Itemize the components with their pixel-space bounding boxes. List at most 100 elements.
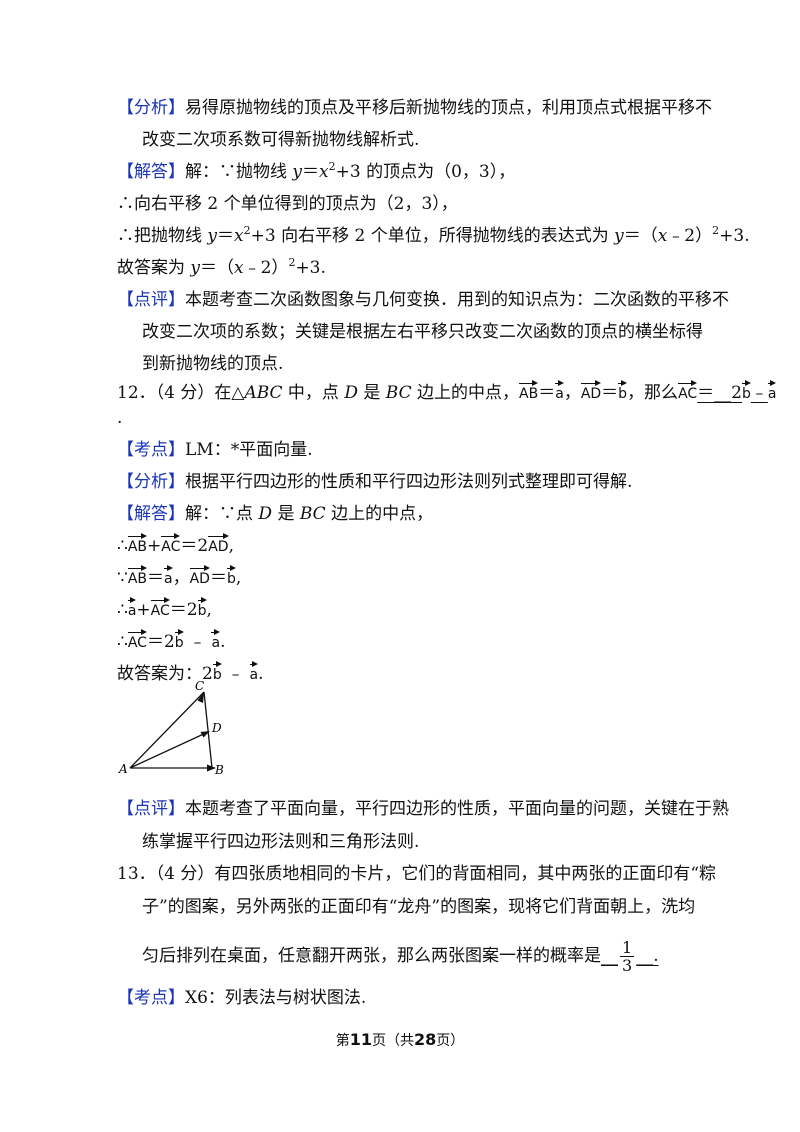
triangle-figure: A B C D — [118, 680, 224, 777]
vector-ac: AC — [678, 380, 698, 401]
vector-b: b — [226, 565, 236, 586]
therefore: ∴ — [117, 632, 128, 652]
answer-line-3: ∴把抛物线 y＝x2+3 向右平移 2 个单位，所得抛物线的表达式为 y＝（x﹣… — [117, 224, 750, 250]
var-y: y — [614, 226, 624, 246]
exponent: 2 — [712, 224, 720, 237]
point-text: LM：*平面向量. — [185, 440, 313, 460]
answer-line-1: 【解答】解：∵抛物线 y＝x2+3 的顶点为（0，3）， — [117, 160, 515, 186]
footer-text: 页） — [436, 1033, 465, 1049]
exponent: 2 — [328, 160, 336, 173]
vector-ab: AB — [127, 533, 148, 554]
arrowhead-b — [207, 764, 216, 772]
equals-two: ＝2 — [169, 600, 198, 620]
vector-b: b — [618, 380, 627, 401]
vector-a: a — [127, 597, 136, 618]
period: . — [258, 664, 264, 684]
answer-blank: ＝__2b﹣a — [697, 380, 776, 403]
comment-text: 本题考查了平面向量，平行四边形的性质，平面向量的问题，关键在于熟 — [185, 799, 729, 819]
vector-ac: AC — [150, 597, 170, 618]
equals: ＝（ — [200, 258, 235, 278]
answer-text: ﹣2） — [243, 258, 289, 278]
minus: ﹣ — [183, 632, 212, 652]
answer-text: ∴把抛物线 — [117, 226, 208, 246]
question-12-dot: . — [117, 408, 123, 428]
vector-b: b — [197, 597, 207, 618]
point-text: X6：列表法与树状图法. — [185, 988, 367, 1008]
answer-line-2: ∴向右平移 2 个单位得到的顶点为（2，3）， — [117, 194, 458, 214]
question-text: 是 — [357, 383, 386, 403]
vector-b: b — [742, 380, 751, 401]
equals: ＝（ — [623, 226, 658, 246]
answer-tag: 【解答】 — [117, 162, 185, 182]
comma: , — [235, 568, 242, 588]
arrowhead-c — [197, 692, 204, 703]
equals-two: ＝2 — [180, 536, 209, 556]
q12-analysis-line: 【分析】根据平行四边形的性质和平行四边形法则列式整理即可得解. — [117, 470, 632, 494]
comment-line-3: 到新抛物线的顶点. — [142, 354, 284, 374]
equals: ＝ — [209, 568, 227, 588]
footer-text: 第 — [335, 1033, 350, 1049]
var-x: x — [319, 162, 329, 182]
q12-answer-line-5: ∴AC＝2b ﹣ a. — [117, 629, 225, 654]
q13-point-line: 【考点】X6：列表法与树状图法. — [117, 986, 366, 1010]
page-number: 11 — [349, 1030, 372, 1049]
minus: ﹣ — [750, 383, 768, 403]
denominator: 3 — [622, 956, 633, 975]
answer-text: +3 的顶点为（0，3）， — [335, 162, 516, 182]
point-d: D — [344, 383, 358, 403]
blank-left: __ — [601, 946, 618, 966]
vector-a: a — [767, 380, 776, 401]
q12-comment-line-2: 练掌握平行四边形法则和三角形法则. — [142, 832, 420, 852]
total-pages: 28 — [414, 1030, 437, 1049]
vector-ad: AD — [208, 533, 229, 554]
answer-prefix: ＝__2 — [697, 383, 742, 403]
answer-text: +3. — [719, 226, 750, 246]
answer-text: 是 — [272, 504, 300, 524]
analysis-text: 根据平行四边形的性质和平行四边形法则列式整理即可得解. — [185, 472, 633, 492]
vector-ab: AB — [519, 380, 539, 401]
question-12: 12．（4 分）在△ABC 中，点 D 是 BC 边上的中点，AB＝a，AD＝b… — [117, 380, 776, 405]
answer-text: +3 向右平移 2 个单位，所得抛物线的表达式为 — [250, 226, 615, 246]
var-x: x — [234, 258, 244, 278]
q12-comment-line-1: 【点评】本题考查了平面向量，平行四边形的性质，平面向量的问题，关键在于熟 — [117, 797, 729, 821]
vector-ab: AB — [127, 565, 148, 586]
equals: ＝ — [538, 383, 556, 403]
answer-text: 边上的中点， — [325, 504, 434, 524]
comment-tag: 【点评】 — [117, 799, 185, 819]
plus: + — [136, 600, 151, 620]
segment-ad — [129, 731, 209, 769]
blank-right: __. — [636, 946, 659, 966]
analysis-line-2: 改变二次项系数可得新抛物线解析式. — [142, 130, 420, 150]
question-13-line-1: 13．（4 分）有四张质地相同的卡片，它们的背面相同，其中两张的正面印有“粽 — [117, 864, 717, 884]
triangle-abc: ABC — [244, 383, 283, 403]
segment-bc: BC — [385, 383, 412, 403]
vector-b: b — [174, 629, 184, 650]
vector-a: a — [164, 565, 173, 586]
question-text: 中，点 — [282, 383, 345, 403]
plus: + — [147, 536, 162, 556]
var-x: x — [234, 226, 244, 246]
comment-tag: 【点评】 — [117, 290, 185, 310]
label-a: A — [118, 762, 128, 776]
question-text: ，那么 — [627, 383, 679, 403]
q12-answer-line-2: ∴AB+AC＝2AD, — [117, 533, 234, 558]
vector-ac: AC — [127, 629, 148, 650]
segment-ac — [129, 691, 205, 769]
var-y: y — [207, 226, 218, 246]
label-d: D — [211, 721, 222, 735]
therefore: ∴ — [117, 600, 128, 620]
exponent: 2 — [243, 224, 251, 237]
var-y: y — [292, 162, 303, 182]
answer-line-4: 故答案为 y＝（x﹣2）2+3. — [117, 256, 326, 282]
comma: ， — [172, 568, 190, 588]
answer-text: ﹣2） — [667, 226, 713, 246]
vector-a: a — [211, 629, 220, 650]
vector-ac: AC — [161, 533, 181, 554]
equals-two: ＝2 — [146, 632, 175, 652]
comma: , — [206, 600, 212, 620]
point-tag: 【考点】 — [117, 440, 185, 460]
analysis-tag: 【分析】 — [117, 98, 185, 118]
